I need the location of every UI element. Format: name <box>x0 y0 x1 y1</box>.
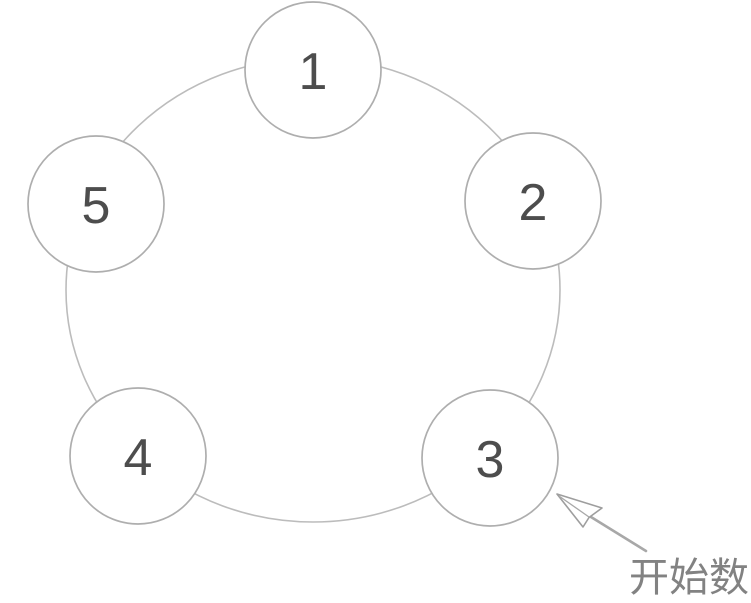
node-4: 4 <box>69 387 207 525</box>
arrow-crease <box>558 495 590 518</box>
node-3-circle <box>421 389 559 527</box>
node-1-circle <box>244 1 382 139</box>
arrow-shaft <box>589 515 648 553</box>
start-annotation: 开始数 <box>556 493 749 600</box>
node-3: 3 <box>421 389 559 527</box>
node-2-label: 2 <box>519 174 548 232</box>
node-4-label: 4 <box>124 429 153 487</box>
node-5-circle <box>27 135 165 273</box>
node-5: 5 <box>27 135 165 273</box>
node-3-label: 3 <box>476 431 505 489</box>
node-1: 1 <box>244 1 382 139</box>
node-2: 2 <box>464 132 602 270</box>
node-2-circle <box>464 132 602 270</box>
node-1-label: 1 <box>299 43 328 101</box>
node-4-circle <box>69 387 207 525</box>
node-5-label: 5 <box>82 177 111 235</box>
start-label: 开始数 <box>629 556 749 600</box>
